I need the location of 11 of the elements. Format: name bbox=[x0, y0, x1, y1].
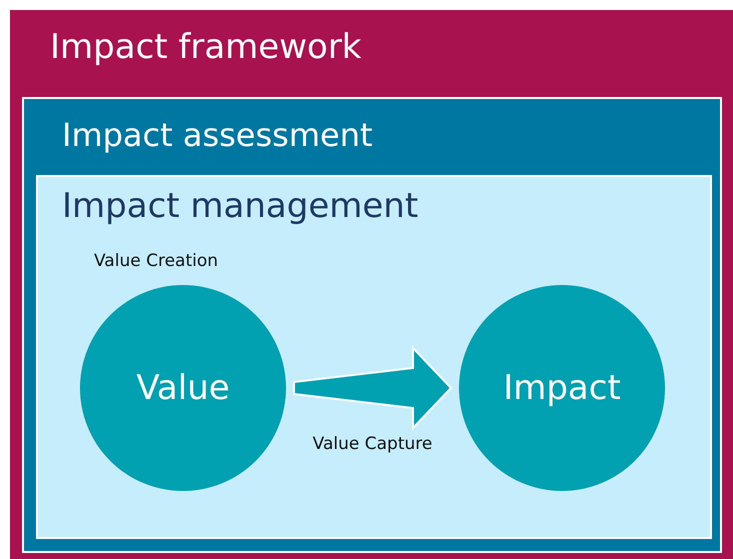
panel-heading: Impact management bbox=[62, 189, 418, 223]
circle-label: Impact bbox=[503, 368, 621, 408]
caption-text: Value Creation bbox=[94, 251, 218, 271]
panel-heading: Impact framework bbox=[50, 30, 362, 64]
edge-label: Value Capture bbox=[310, 434, 434, 454]
circle-label: Value bbox=[136, 368, 230, 408]
panel-heading: Impact assessment bbox=[62, 119, 373, 151]
management-panel bbox=[36, 175, 712, 539]
framework-panel bbox=[10, 10, 733, 559]
block-arrow bbox=[293, 346, 452, 430]
assessment-panel bbox=[22, 97, 722, 553]
